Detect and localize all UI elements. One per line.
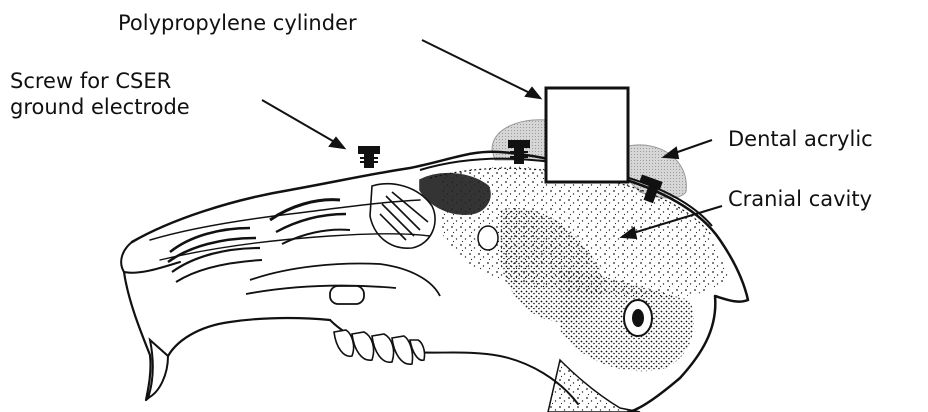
arrow-cylinder (422, 40, 536, 96)
zygomatic-arch (246, 264, 440, 304)
screw-ground-electrode (358, 146, 380, 168)
nasal-turbinates (168, 200, 350, 282)
label-polypropylene-cylinder: Polypropylene cylinder (118, 10, 357, 36)
label-cranial-cavity: Cranial cavity (728, 186, 872, 212)
arrowhead-cylinder (526, 88, 540, 98)
label-screw-line-1: Screw for CSER (10, 68, 171, 94)
foramen (478, 226, 498, 250)
label-screw-line-2: ground electrode (10, 94, 190, 120)
arrow-screw (262, 100, 338, 144)
label-dental-acrylic: Dental acrylic (728, 126, 873, 152)
arrow-acrylic (672, 140, 712, 154)
polypropylene-cylinder (546, 88, 628, 182)
molar-teeth (334, 330, 425, 364)
ear-canal-inner (632, 309, 644, 327)
